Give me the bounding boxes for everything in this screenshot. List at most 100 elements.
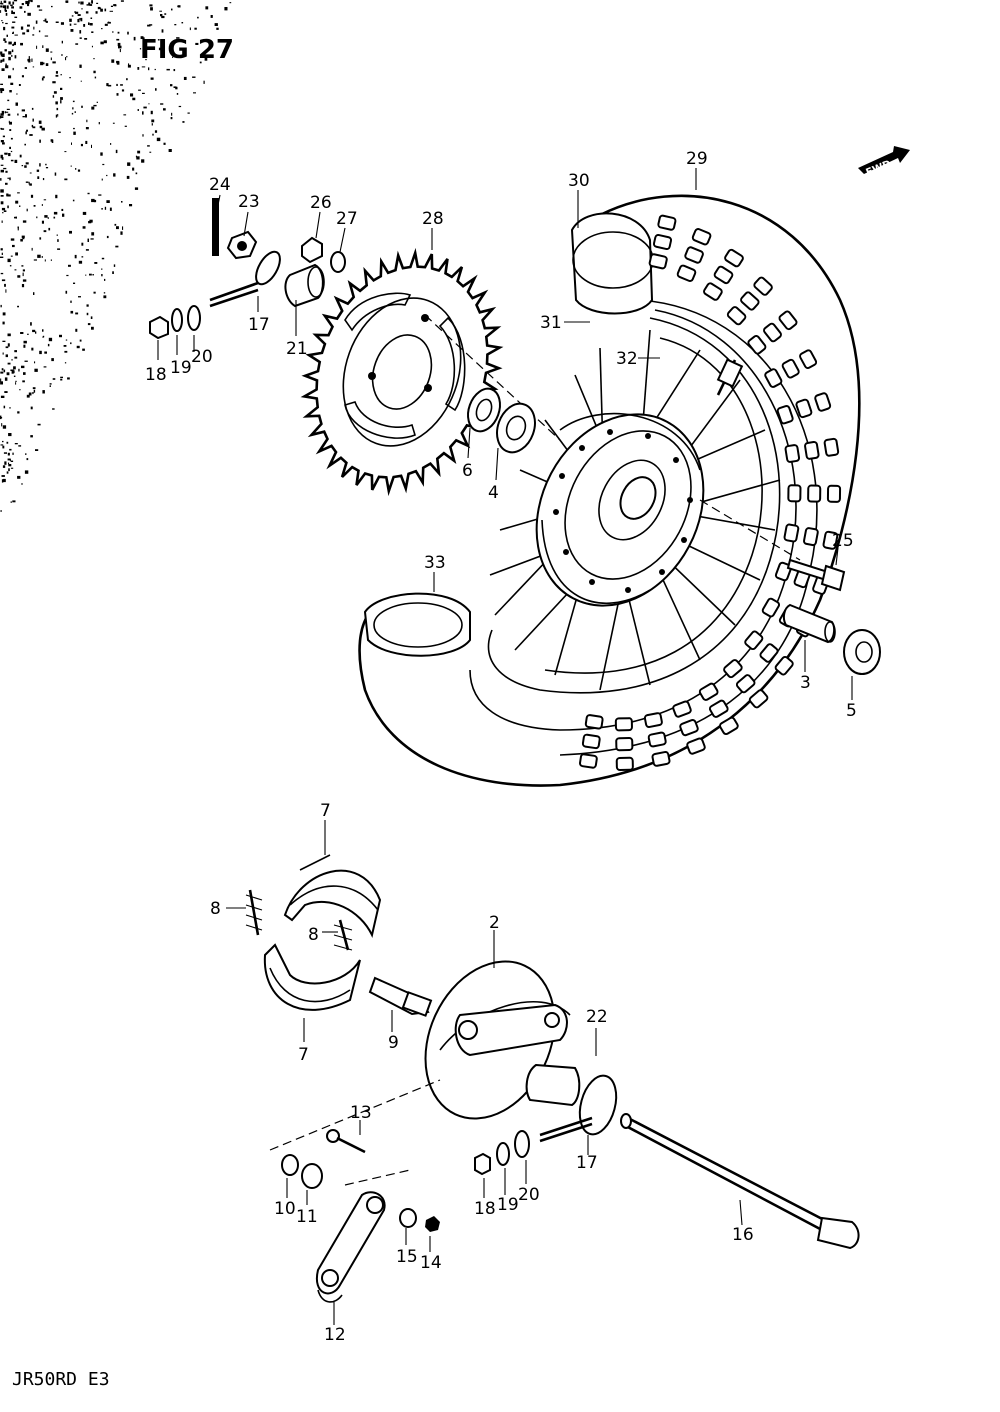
tread-block — [783, 523, 800, 543]
noise-speck — [1, 68, 5, 71]
noise-speck — [61, 208, 64, 211]
noise-speck — [173, 69, 176, 72]
noise-speck — [22, 237, 25, 240]
tread-block — [686, 737, 706, 755]
noise-speck — [7, 343, 10, 347]
noise-speck — [9, 121, 12, 125]
noise-speck — [1, 3, 4, 5]
noise-speck — [33, 389, 36, 393]
noise-speck — [44, 215, 48, 218]
noise-speck — [60, 376, 63, 379]
noise-speck — [45, 167, 49, 169]
label-8-left: 8 — [210, 899, 221, 919]
leader-lines — [157, 168, 853, 1325]
noise-speck — [101, 208, 103, 210]
noise-speck — [21, 284, 25, 288]
noise-speck — [91, 232, 95, 236]
noise-speck — [116, 226, 119, 230]
noise-speck — [0, 5, 3, 8]
noise-speck — [22, 279, 27, 282]
noise-speck — [22, 116, 25, 118]
noise-speck — [104, 8, 107, 12]
noise-speck — [31, 58, 33, 62]
noise-speck — [21, 109, 25, 112]
noise-speck — [229, 2, 232, 4]
noise-speck — [86, 304, 89, 307]
noise-speck — [136, 156, 140, 160]
noise-speck — [0, 116, 4, 118]
noise-speck — [0, 51, 3, 55]
noise-speck — [53, 91, 57, 94]
noise-speck — [0, 83, 3, 85]
noise-speck — [37, 176, 40, 179]
noise-speck — [0, 128, 5, 130]
noise-speck — [33, 292, 35, 295]
tread-block — [708, 699, 729, 718]
noise-speck — [141, 66, 146, 68]
noise-speck — [96, 101, 98, 103]
noise-speck — [24, 10, 26, 13]
noise-speck — [50, 51, 53, 53]
label-3: 3 — [800, 673, 811, 693]
noise-speck — [70, 310, 74, 314]
noise-speck — [142, 92, 145, 94]
noise-speck — [142, 134, 144, 137]
label-22: 22 — [586, 1007, 608, 1027]
noise-speck — [45, 20, 48, 23]
noise-speck — [14, 34, 18, 36]
noise-speck — [29, 134, 33, 136]
noise-speck — [112, 31, 114, 33]
noise-speck — [115, 245, 119, 248]
noise-speck — [39, 163, 41, 167]
label-6: 6 — [462, 461, 473, 481]
noise-speck — [103, 292, 106, 294]
noise-speck — [8, 433, 12, 437]
noise-speck — [14, 443, 18, 445]
noise-speck — [17, 275, 21, 278]
noise-speck — [91, 45, 93, 48]
noise-speck — [13, 366, 16, 370]
noise-speck — [4, 152, 8, 155]
noise-speck — [148, 67, 150, 71]
noise-speck — [0, 154, 3, 159]
noise-speck — [79, 339, 82, 342]
noise-speck — [93, 199, 97, 203]
noise-speck — [74, 111, 76, 113]
tread-block — [799, 349, 818, 370]
noise-speck — [33, 259, 37, 261]
noise-speck — [104, 23, 108, 26]
noise-speck — [28, 56, 30, 60]
noise-speck — [50, 57, 52, 61]
noise-speck — [3, 0, 7, 3]
label-11: 11 — [296, 1207, 318, 1227]
noise-speck — [113, 4, 117, 6]
noise-speck — [14, 350, 17, 353]
noise-speck — [24, 67, 27, 69]
noise-speck — [119, 49, 121, 53]
noise-speck — [70, 165, 72, 167]
noise-speck — [87, 323, 91, 326]
noise-speck — [47, 343, 50, 347]
noise-speck — [60, 74, 62, 76]
noise-speck — [106, 174, 108, 177]
noise-speck — [130, 93, 134, 97]
noise-speck — [175, 86, 178, 90]
label-23: 23 — [238, 192, 260, 212]
forward-arrow-icon: FWD — [858, 146, 910, 179]
noise-speck — [10, 501, 12, 503]
label-18-lower: 18 — [474, 1199, 496, 1219]
noise-speck — [3, 26, 6, 31]
noise-speck — [88, 2, 91, 6]
model-code: JR50RD E3 — [12, 1369, 110, 1390]
sprocket-nut — [226, 230, 258, 260]
noise-speck — [4, 111, 9, 113]
noise-speck — [128, 63, 130, 66]
noise-speck — [24, 165, 27, 168]
noise-speck — [7, 258, 11, 263]
tread-block — [651, 751, 671, 767]
noise-speck — [27, 333, 29, 335]
noise-speck — [224, 7, 228, 11]
noise-speck — [216, 27, 219, 30]
noise-speck — [158, 47, 161, 51]
